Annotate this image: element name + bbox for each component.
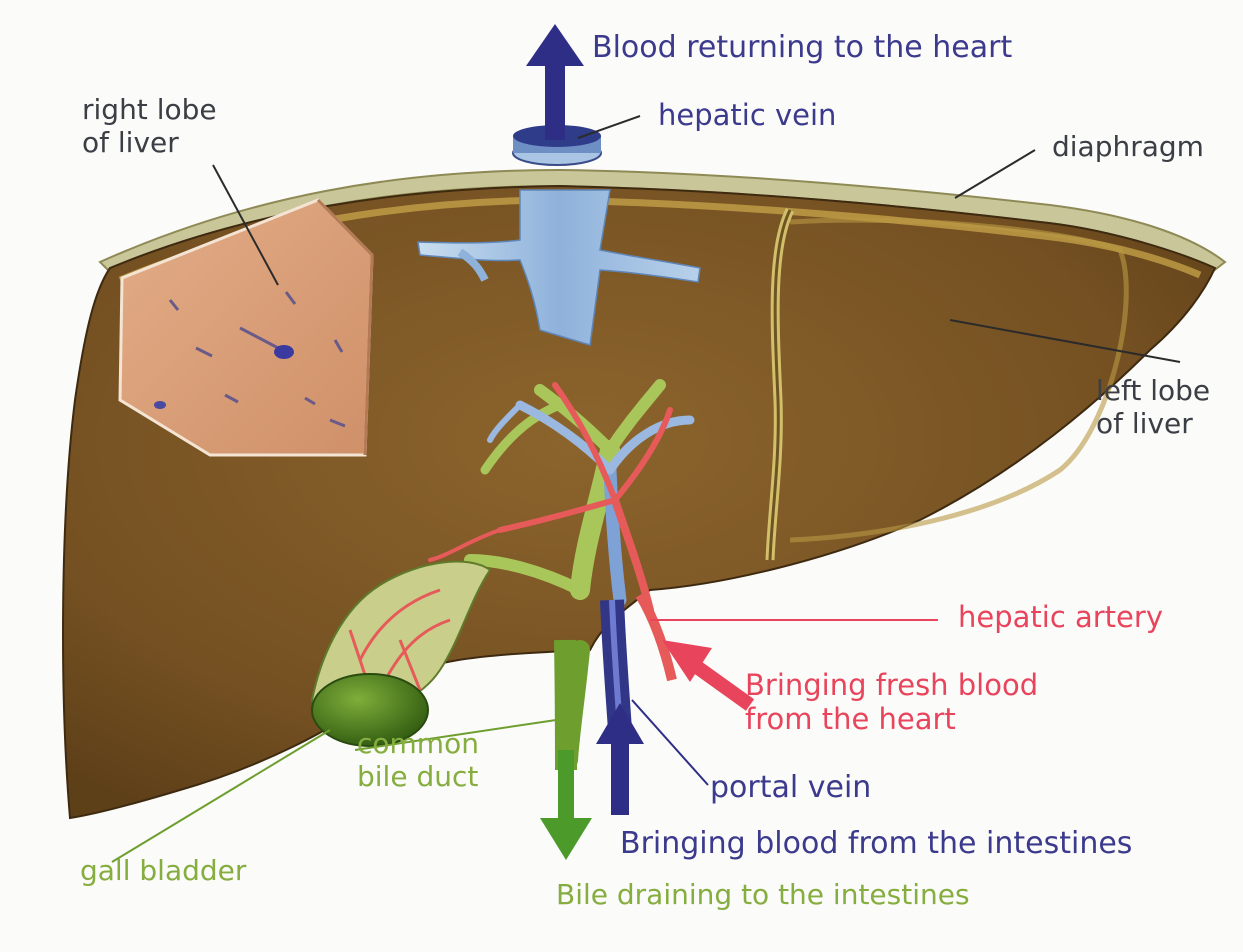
portal-vein-label: portal vein [710,770,871,805]
up-arrow-icon [526,24,584,140]
hepatic-vein-label: hepatic vein [658,98,836,132]
bile-down-arrow-icon [540,750,592,860]
blood-from-intestines-label: Bringing blood from the intestines [620,826,1132,861]
portal-up-arrow-icon [596,703,644,815]
bile-draining-label: Bile draining to the intestines [556,878,970,911]
fresh-blood-label: Bringing fresh blood from the heart [745,668,1038,736]
diaphragm-label: diaphragm [1052,130,1204,163]
hepatic-artery [640,595,672,680]
hepatic-artery-label: hepatic artery [958,600,1163,634]
right-lobe-label: right lobe of liver [82,93,217,159]
gall-bladder-label: gall bladder [80,854,246,887]
blood-returning-label: Blood returning to the heart [592,30,1012,65]
common-bile-duct-label: common bile duct [357,727,479,793]
left-lobe-label: left lobe of liver [1096,374,1210,440]
